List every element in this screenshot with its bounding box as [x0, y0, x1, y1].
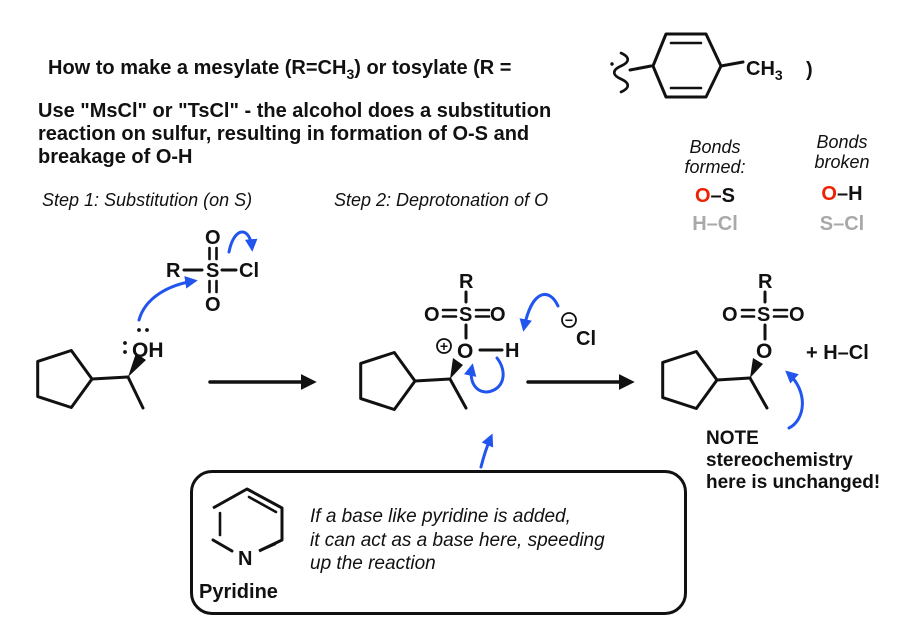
intro-line-2: reaction on sulfur, resulting in formati…	[38, 123, 530, 145]
bond-os-o: O	[694, 185, 711, 207]
arrow-pyridine-to-h	[479, 433, 494, 469]
curved-arrow-cl-to-h	[519, 293, 560, 332]
atom-o-bottom: O	[205, 294, 221, 316]
pyridine-caption: If a base like pyridine is added, it can…	[310, 505, 605, 576]
bonds-broken-title: Bonds broken	[792, 132, 892, 172]
pyridine-caption-line2: it can act as a base here, speeding	[310, 529, 605, 551]
minus-charge-icon	[561, 312, 577, 328]
atom-r: R	[459, 271, 474, 293]
plus-charge-icon	[436, 338, 452, 354]
intermediate-structure: R O S O + O H − Cl	[359, 271, 596, 469]
title-subscript: 3	[346, 66, 355, 82]
atom-s: S	[459, 304, 472, 326]
pyridine-callout-box	[190, 470, 687, 615]
bond-broken-oh: O–H	[792, 183, 892, 206]
pyridine-double-bond	[247, 495, 278, 514]
curved-arrow-oh-bond-to-o	[463, 356, 505, 394]
bond-formed-os: O–S	[660, 185, 770, 208]
atom-o-center: O	[756, 340, 772, 363]
atom-o-right: O	[490, 304, 506, 326]
sulfonyl-chloride-structure: R S O O Cl	[166, 227, 259, 316]
note-line-1: NOTE	[706, 428, 759, 449]
note-line-2: stereochemistry	[706, 450, 853, 471]
bonds-formed-title-line2: formed:	[684, 157, 746, 177]
bond-ring-ch	[90, 375, 130, 381]
pyridine-name-label: Pyridine	[199, 581, 278, 603]
bond-oh-o: O	[821, 183, 837, 205]
curved-arrow-scl-to-cl	[227, 230, 258, 254]
bond-ring-ch3	[719, 60, 745, 68]
lone-pair-dot	[123, 350, 127, 354]
atom-r: R	[166, 260, 181, 282]
atom-cl-anion: Cl	[576, 328, 596, 350]
intro-line-3: breakage of O-H	[38, 146, 193, 168]
intro-paragraph: Use "MsCl" or "TsCl" - the alcohol does …	[38, 100, 551, 169]
bonds-formed-title: Bonds formed:	[660, 137, 770, 177]
tosyl-ch3-label: CH3	[746, 58, 783, 83]
bonds-formed-title-line1: Bonds	[689, 137, 741, 157]
minus-charge-sign: −	[565, 312, 573, 328]
bond-ch-methyl	[448, 377, 468, 410]
note-line-3: here is unchanged!	[706, 472, 881, 493]
lone-pair-dot	[123, 341, 127, 345]
title-part1: How to make a mesylate (R=CH	[48, 57, 347, 79]
atom-s: S	[757, 304, 770, 326]
pyridine-double-bond	[259, 542, 277, 552]
atom-o-right: O	[789, 304, 805, 326]
bonds-broken-title-line2: broken	[814, 152, 870, 172]
step1-label: Step 1: Substitution (on S)	[42, 190, 253, 210]
plus-charge-sign: +	[440, 338, 448, 354]
atom-r: R	[758, 271, 773, 293]
atom-n: N	[238, 548, 252, 570]
pyridine-caption-line3: up the reaction	[310, 553, 436, 574]
attachment-dot	[610, 62, 614, 66]
wedge-bond-to-o	[750, 358, 763, 378]
title-close-paren: )	[806, 59, 813, 81]
tosyl-group-structure: CH3 )	[610, 32, 813, 99]
plus-hcl-label: + H–Cl	[806, 342, 869, 364]
curved-arrow-oh-to-s	[137, 276, 198, 322]
atom-h: H	[505, 340, 519, 362]
cyclopentane-ring	[359, 351, 417, 411]
product-structure: R O S O O	[661, 271, 805, 430]
lone-pair-dot	[137, 328, 141, 332]
pyridine-structure: N	[211, 487, 284, 570]
intro-line-1: Use "MsCl" or "TsCl" - the alcohol does …	[38, 100, 552, 122]
atom-o-left: O	[722, 304, 738, 326]
lone-pair-dot	[145, 328, 149, 332]
atom-cl: Cl	[239, 260, 259, 282]
step2-label: Step 2: Deprotonation of O	[334, 190, 549, 210]
page-title: How to make a mesylate (R=CH3) or tosyla…	[48, 57, 512, 82]
atom-o-center: O	[457, 340, 473, 363]
atom-o-top: O	[205, 227, 221, 249]
bonds-broken-title-line1: Bonds	[816, 132, 868, 152]
bond-ch-methyl	[748, 376, 769, 410]
alcohol-structure: OH	[36, 276, 198, 410]
bond-squiggle-ring	[628, 64, 653, 72]
bond-broken-scl: S–Cl	[819, 213, 865, 235]
wedge-bond-to-oh	[128, 353, 146, 377]
arrow-pointing-at-stereocenter	[785, 370, 804, 430]
cyclopentane-ring	[36, 349, 94, 409]
pyridine-ring	[211, 487, 284, 553]
bond-formed-hcl: H–Cl	[692, 213, 738, 235]
atom-oh: OH	[132, 339, 164, 362]
squiggle-bond	[612, 51, 630, 94]
cyclopentane-ring	[661, 350, 719, 410]
bond-ring-ch	[715, 376, 752, 382]
bond-os-s: –S	[710, 185, 736, 207]
title-part2: ) or tosylate (R =	[354, 57, 512, 79]
stereochemistry-note: NOTE stereochemistry here is unchanged!	[706, 428, 880, 494]
pyridine-caption-line1: If a base like pyridine is added,	[310, 506, 571, 527]
atom-o-left: O	[424, 304, 440, 326]
wedge-bond-to-o	[450, 358, 463, 379]
atom-s: S	[206, 260, 219, 282]
bond-ch-methyl	[126, 375, 145, 410]
bond-ring-ch	[413, 377, 452, 383]
bond-oh-h: –H	[836, 183, 863, 205]
